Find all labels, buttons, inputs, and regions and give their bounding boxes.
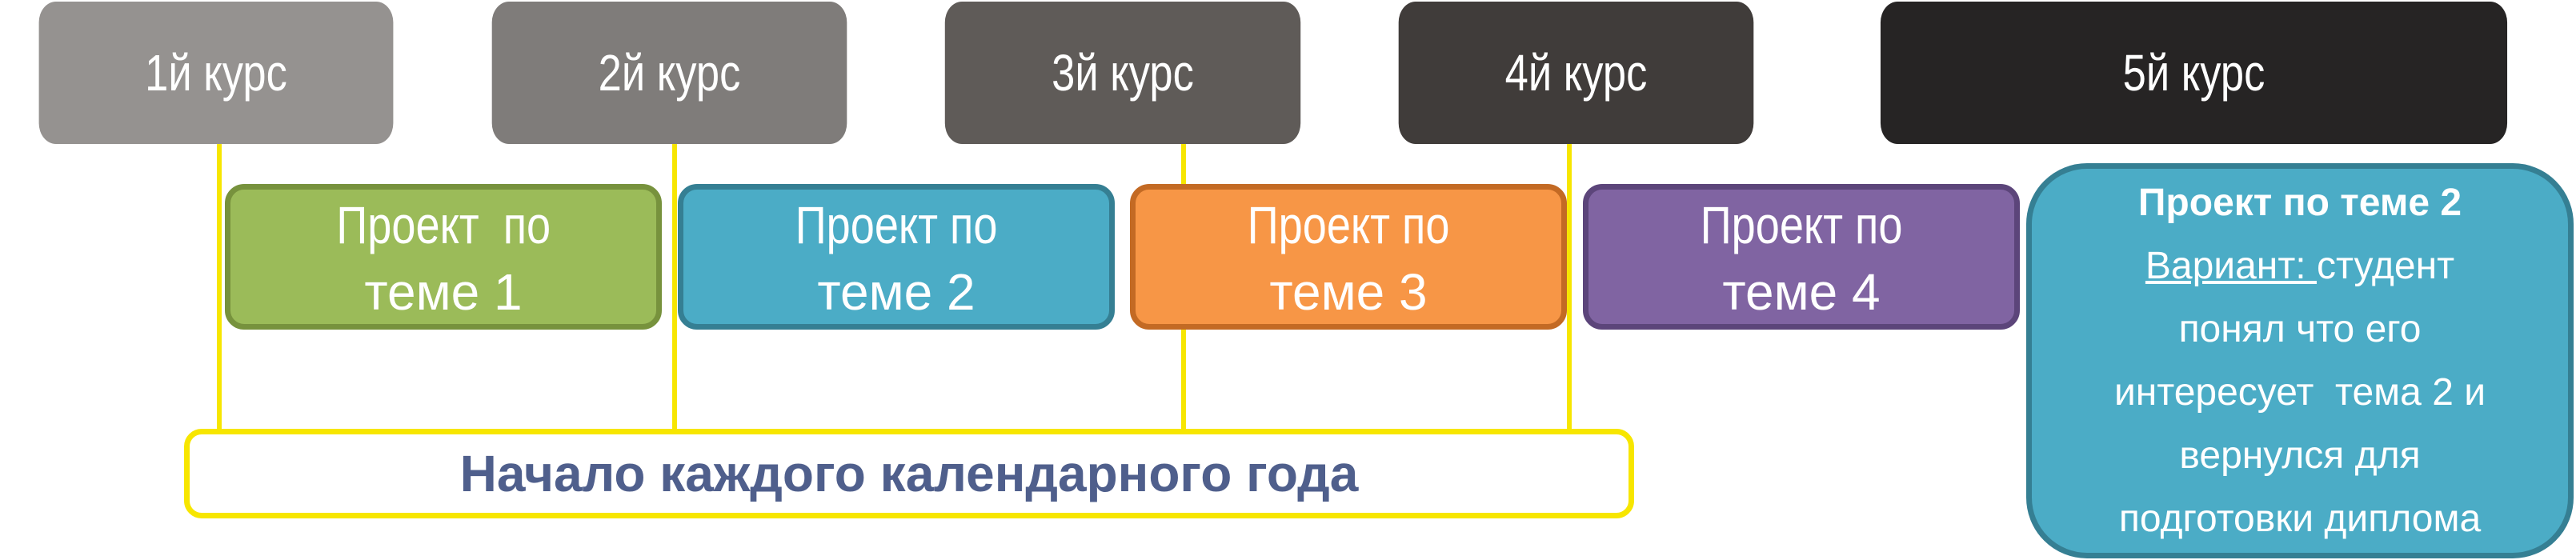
note-line-2: понял что его (2178, 308, 2422, 350)
connector-line-2 (672, 144, 677, 432)
note-line-3: интересует тема 2 и (2113, 371, 2486, 414)
project-3-box: Проект по теме 3 (1130, 184, 1567, 330)
project-4-box: Проект по теме 4 (1583, 184, 2020, 330)
project-1-box: Проект по теме 1 (225, 184, 662, 330)
project-1-line2: теме 1 (364, 263, 523, 321)
project-2-line2: теме 2 (817, 263, 976, 321)
note-line-1-text: студент (2316, 245, 2455, 287)
year-3-label: 3й курс (1052, 44, 1194, 102)
year-1-label: 1й курс (145, 44, 287, 102)
project-3-line2: теме 3 (1269, 263, 1428, 321)
project-4-line1: Проект по (1700, 195, 1903, 254)
note-variant-label: Вариант: (2145, 245, 2317, 287)
year-2-block: 2й курс (491, 2, 847, 144)
project-4-line2: теме 4 (1722, 263, 1881, 321)
fifth-year-note: Проект по теме 2 Вариант: студент понял … (2026, 163, 2574, 558)
note-line-4: вернулся для (2179, 434, 2421, 477)
note-line-5: подготовки диплома (2118, 498, 2482, 540)
project-1-line1: Проект по (336, 195, 551, 254)
note-title: Проект по теме 2 (2137, 182, 2462, 224)
project-2-line1: Проект по (795, 195, 998, 254)
connector-line-1 (217, 144, 222, 432)
calendar-year-bar: Начало каждого календарного года (184, 429, 1634, 518)
year-2-label: 2й курс (598, 44, 741, 102)
project-3-line1: Проект по (1247, 195, 1450, 254)
note-line-1: Вариант: студент (2145, 234, 2454, 298)
year-4-label: 4й курс (1504, 44, 1648, 102)
calendar-year-label: Начало каждого календарного года (459, 445, 1359, 502)
year-1-block: 1й курс (38, 2, 394, 144)
year-5-block: 5й курс (1880, 2, 2508, 144)
project-2-box: Проект по теме 2 (678, 184, 1115, 330)
year-3-block: 3й курс (944, 2, 1301, 144)
connector-line-4 (1567, 144, 1572, 432)
year-4-block: 4й курс (1398, 2, 1754, 144)
year-5-label: 5й курс (2122, 44, 2266, 102)
